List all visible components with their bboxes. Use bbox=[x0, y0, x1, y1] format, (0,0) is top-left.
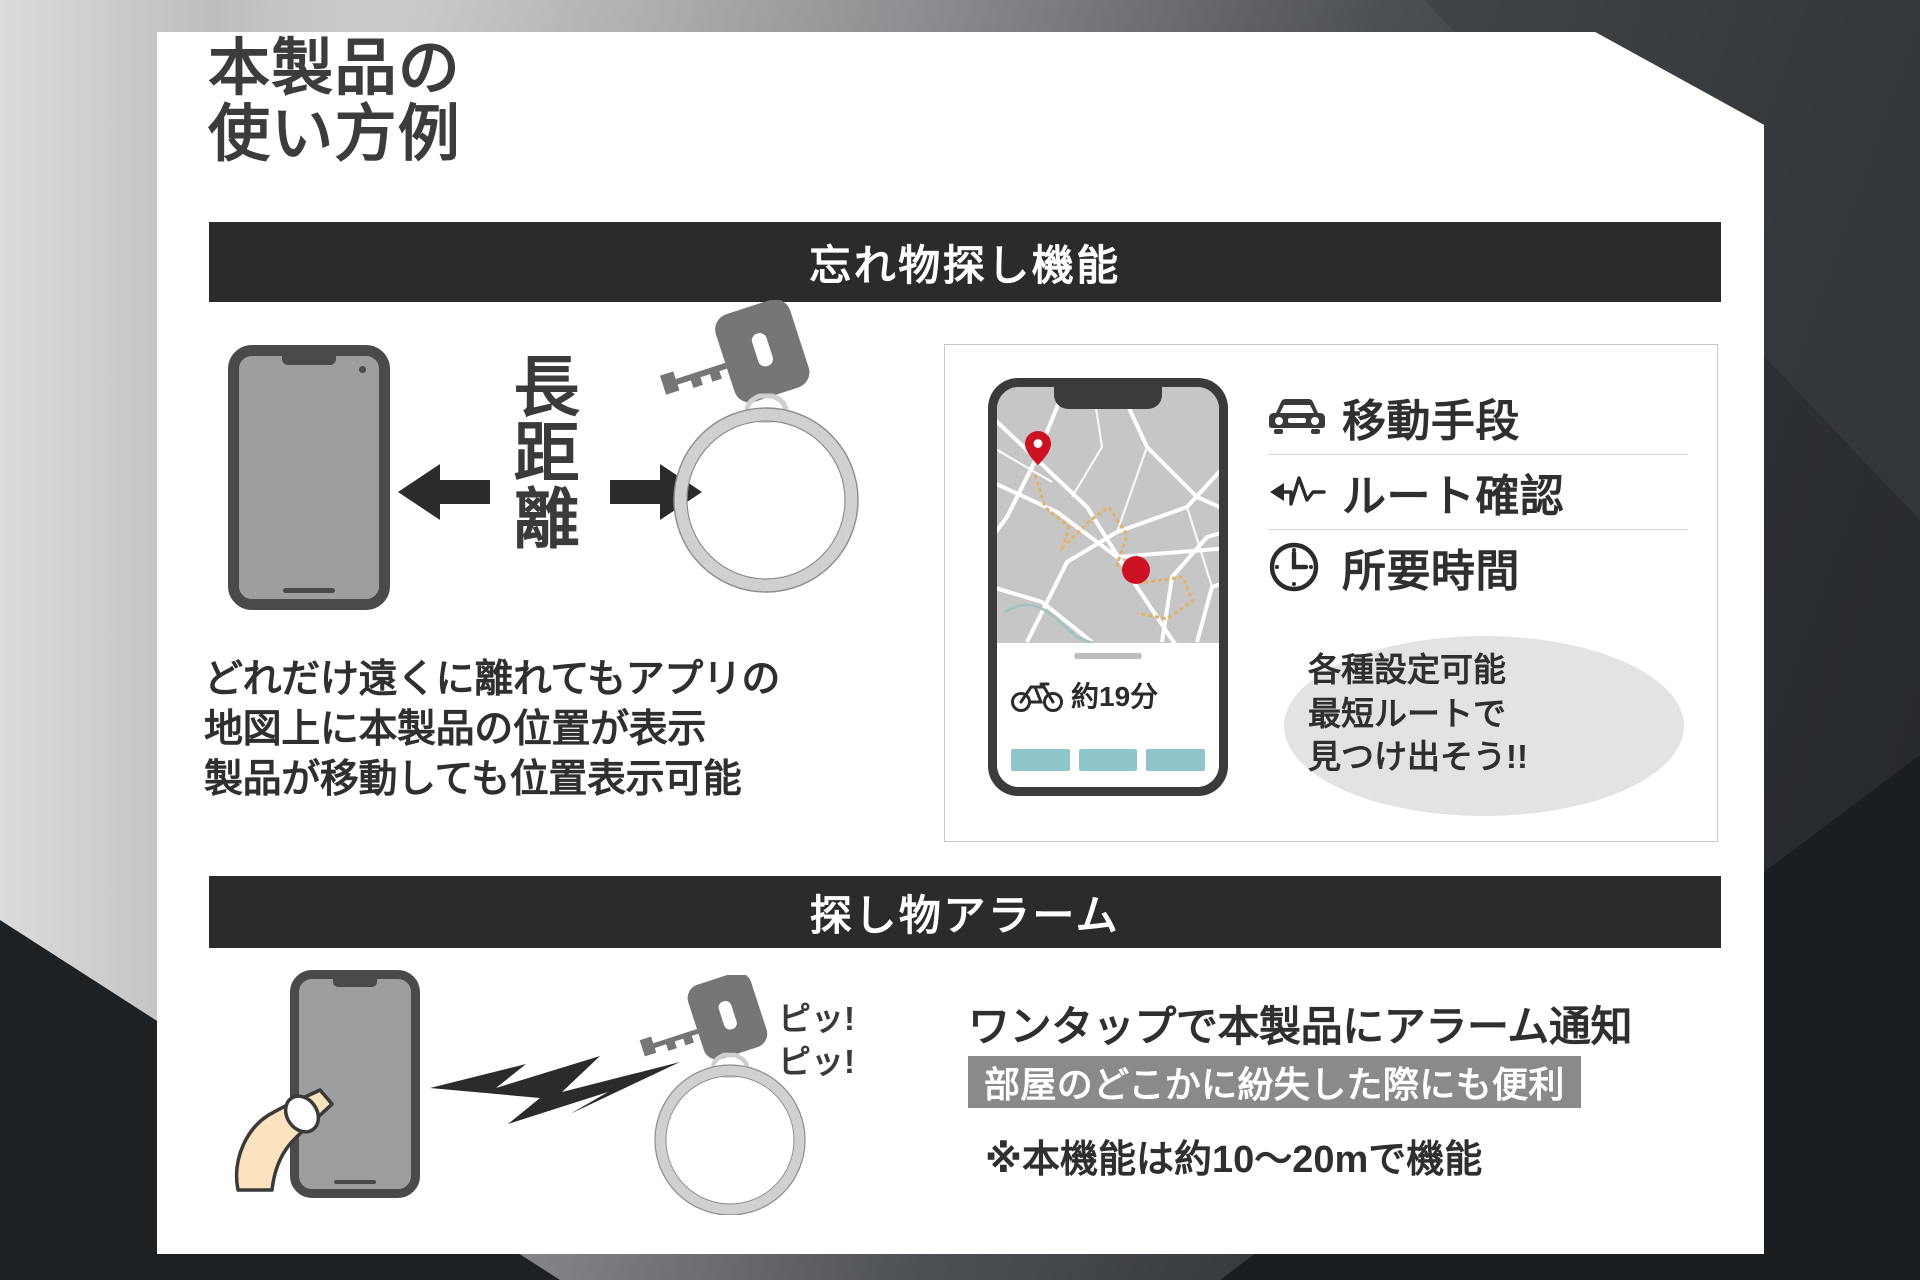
distance-label: 長距離 bbox=[486, 352, 596, 561]
sheet-tab-1[interactable] bbox=[1011, 749, 1070, 771]
feature-label-duration: 所要時間 bbox=[1342, 547, 1520, 596]
sheet-action-tabs[interactable] bbox=[1011, 749, 1206, 771]
feature-label-transport: 移動手段 bbox=[1342, 397, 1520, 446]
map-pin-icon bbox=[1025, 431, 1051, 465]
phone-bottom-home-bar bbox=[334, 1180, 376, 1184]
section-header-finder-label: 忘れ物探し機能 bbox=[809, 241, 1121, 289]
eta-text: 約19分 bbox=[1071, 681, 1159, 712]
beep-sound-text: ピッ! ピッ! bbox=[778, 1000, 855, 1080]
feature-row-transport: 移動手段 bbox=[1268, 380, 1688, 455]
map-bottom-sheet: 約19分 bbox=[997, 643, 1219, 787]
arrow-left-icon bbox=[398, 464, 490, 520]
phone-map-mockup: 約19分 bbox=[988, 378, 1228, 796]
phone-illustration-left bbox=[228, 345, 390, 610]
feature-row-route: ルート確認 bbox=[1268, 455, 1688, 530]
feature-list: 移動手段 ルート確認 所要時間 bbox=[1268, 380, 1688, 604]
phone-camera-dot bbox=[359, 366, 366, 373]
feature-row-duration: 所要時間 bbox=[1268, 530, 1688, 604]
sheet-tab-3[interactable] bbox=[1146, 749, 1206, 771]
clock-icon bbox=[1269, 542, 1319, 592]
feature-label-route: ルート確認 bbox=[1342, 472, 1565, 521]
lightning-bolt-icon bbox=[430, 1056, 680, 1124]
eta-row: 約19分 bbox=[1011, 675, 1158, 715]
phone-map-notch bbox=[1054, 387, 1162, 409]
section-header-alarm-label: 探し物アラーム bbox=[809, 891, 1121, 939]
finder-description: どれだけ遠くに離れてもアプリの 地図上に本製品の位置が表示 製品が移動しても位置… bbox=[204, 658, 781, 801]
alarm-note: ※本機能は約10〜20mで機能 bbox=[985, 1139, 1483, 1181]
map-view[interactable] bbox=[997, 387, 1219, 643]
phone-screen bbox=[239, 356, 379, 599]
current-location-dot bbox=[1122, 556, 1150, 584]
callout-ellipse bbox=[1284, 636, 1684, 816]
alarm-chip: 部屋のどこかに紛失した際にも便利 bbox=[968, 1056, 1581, 1108]
phone-illustration-bottom bbox=[290, 970, 420, 1198]
section-header-finder: 忘れ物探し機能 bbox=[209, 222, 1721, 302]
car-icon bbox=[1269, 399, 1325, 434]
alarm-headline: ワンタップで本製品にアラーム通知 bbox=[968, 1003, 1633, 1050]
key-fob-icon bbox=[659, 300, 859, 593]
section-header-alarm: 探し物アラーム bbox=[209, 876, 1721, 948]
sheet-tab-2[interactable] bbox=[1078, 749, 1138, 771]
sheet-grabber[interactable] bbox=[1074, 653, 1142, 659]
distance-label-char-1: 長距離 bbox=[504, 352, 579, 550]
phone-map-screen: 約19分 bbox=[997, 387, 1219, 787]
phone-notch bbox=[282, 356, 336, 365]
map-streets bbox=[997, 387, 1219, 643]
callout-text: 各種設定可能 最短ルートで 見つけ出そう!! bbox=[1308, 651, 1528, 776]
page-title: 本製品の 使い方例 bbox=[208, 34, 461, 169]
route-icon bbox=[1270, 476, 1326, 506]
phone-bottom-notch bbox=[333, 979, 377, 987]
bicycle-icon bbox=[1011, 682, 1063, 712]
alarm-chip-label: 部屋のどこかに紛失した際にも便利 bbox=[984, 1064, 1565, 1105]
hand-tap-icon bbox=[235, 1088, 334, 1192]
phone-home-bar bbox=[283, 588, 335, 593]
key-fob-icon-bottom bbox=[639, 975, 806, 1215]
